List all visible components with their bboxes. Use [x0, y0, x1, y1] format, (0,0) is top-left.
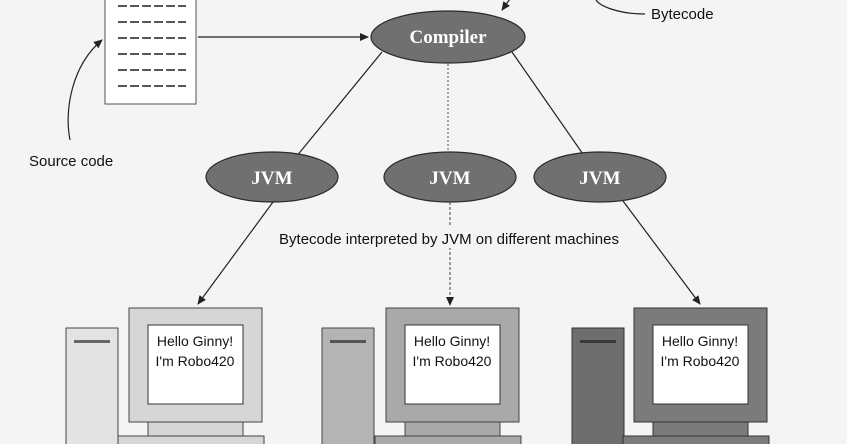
machine-dark: Hello Ginny! I'm Robo420 [571, 307, 770, 444]
jvm-label: JVM [251, 168, 292, 189]
tower [65, 327, 119, 444]
bytecode-arrow [501, 0, 510, 11]
source-code-arrow [67, 39, 103, 141]
compiler-to-jvm-left [295, 51, 383, 158]
bytecode-label: Bytecode [651, 6, 714, 23]
jvm-node-right: JVM [533, 151, 667, 203]
screen-line-2: I'm Robo420 [156, 353, 235, 369]
jvm-label: JVM [429, 168, 470, 189]
compiler-to-jvm-right [511, 51, 586, 158]
tower [571, 327, 625, 444]
tower [321, 327, 375, 444]
compiler-node: Compiler [370, 10, 526, 64]
machine-light: Hello Ginny! I'm Robo420 [65, 307, 265, 444]
screen-line-1: Hello Ginny! [157, 333, 233, 349]
screen [652, 324, 749, 405]
jvm-node-left: JVM [205, 151, 339, 203]
keyboard [374, 435, 522, 444]
screen-line-1: Hello Ginny! [662, 333, 738, 349]
screen-line-1: Hello Ginny! [414, 333, 490, 349]
compiler-label: Compiler [409, 27, 487, 48]
screen [147, 324, 244, 405]
screen-line-2: I'm Robo420 [661, 353, 740, 369]
jvm-node-center: JVM [383, 151, 517, 203]
screen [404, 324, 501, 405]
jvm-to-machine-left [197, 201, 274, 305]
monitor-stand [404, 421, 501, 437]
keyboard [622, 435, 770, 444]
keyboard [117, 435, 265, 444]
screen-line-2: I'm Robo420 [413, 353, 492, 369]
jvm-to-machine-right [622, 200, 701, 305]
machine-medium: Hello Ginny! I'm Robo420 [321, 307, 522, 444]
monitor-stand [652, 421, 749, 437]
bytecode-pointer [595, 0, 646, 15]
monitor-stand [147, 421, 244, 437]
jvm-label: JVM [579, 168, 620, 189]
interpreted-caption: Bytecode interpreted by JVM on different… [279, 231, 619, 248]
source-code-label: Source code [29, 153, 113, 170]
source-code-document [104, 0, 197, 105]
